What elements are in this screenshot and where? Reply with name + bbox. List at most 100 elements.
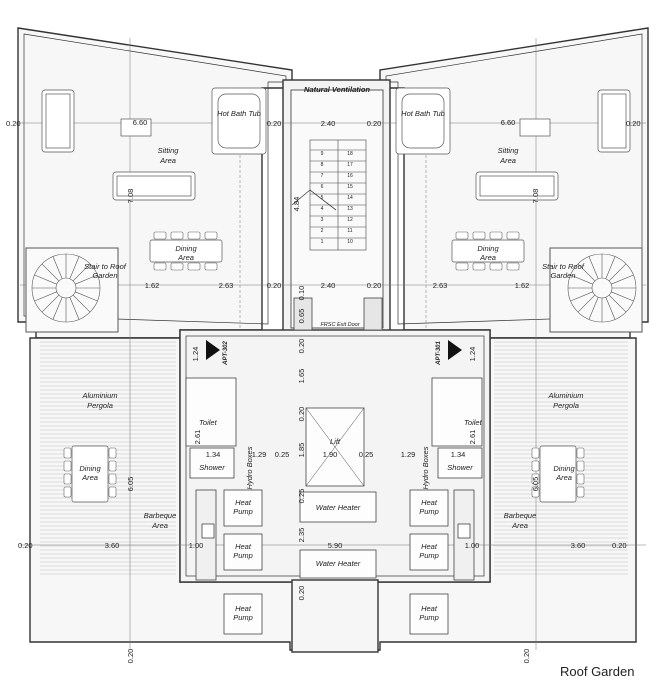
dining-chair [170, 262, 184, 271]
stair-step-number: 5 [321, 195, 324, 201]
furniture [41, 87, 631, 503]
dim-0-20-mid-l: 0.20 [267, 281, 282, 290]
label-stair-roof-right-2: Garden [550, 271, 575, 280]
stair-step-number: 9 [321, 151, 324, 157]
label-hot-bath-right: Hot Bath Tub [401, 109, 445, 118]
dim-1-34-right: 1.34 [451, 450, 466, 459]
dim-1-62-left: 1.62 [145, 281, 160, 290]
dining-chair [531, 473, 540, 485]
service-rooms [185, 297, 483, 635]
label-dining-top-right-1: Dining [477, 244, 499, 253]
dining-chair [576, 486, 585, 498]
dining-chair [204, 231, 218, 240]
spiral-step [41, 263, 60, 282]
dim-2-61-right: 2.61 [468, 430, 477, 445]
label-heat-pump-2: Pump [419, 507, 439, 516]
dim-7-08-right: 7.08 [531, 189, 540, 204]
label-heat-pump-1: Heat [421, 604, 438, 613]
dining-chair [531, 447, 540, 459]
dining-chair [531, 460, 540, 472]
dim-3-60-right: 3.60 [571, 541, 586, 550]
dim-7-08-left: 7.08 [126, 189, 135, 204]
dining-chair [170, 231, 184, 240]
dim-2-63-right: 2.63 [433, 281, 448, 290]
dining-chair [531, 486, 540, 498]
label-barbeque-left-2: Area [151, 521, 168, 530]
label-heat-pump-2: Pump [233, 613, 253, 622]
label-apt-301: APT-301 [436, 341, 442, 366]
dim-0-20-left: 0.20 [6, 119, 21, 128]
spiral-step [41, 294, 60, 313]
dining-chair [63, 486, 72, 498]
label-hot-bath-left: Hot Bath Tub [217, 109, 261, 118]
dining-chair [576, 460, 585, 472]
dining-chairs [63, 231, 585, 498]
label-heat-pump-1: Heat [235, 604, 252, 613]
dim-1-00-left: 1.00 [189, 541, 204, 550]
dim-6-60-left: 6.60 [133, 118, 148, 127]
label-barbeque-left-1: Barbeque [144, 511, 177, 520]
dim-0-20-core-v: 0.20 [297, 339, 306, 354]
spiral-step [608, 294, 627, 313]
label-heat-pump-2: Pump [233, 507, 253, 516]
dining-chair [506, 262, 520, 271]
spiral-step [570, 291, 593, 302]
stair-step-number: 8 [321, 162, 324, 168]
label-stair-roof-right-1: Stair to Roof [542, 262, 585, 271]
dim-0-10: 0.10 [297, 286, 306, 301]
dining-chair [204, 262, 218, 271]
stair-step-number: 4 [321, 206, 324, 212]
spiral-step [611, 291, 634, 302]
label-dining-bottom-right-2: Area [555, 473, 572, 482]
label-dining-top-left-1: Dining [175, 244, 197, 253]
dim-6-60-right: 6.60 [501, 118, 516, 127]
label-stair-roof-left-1: Stair to Roof [84, 262, 127, 271]
stair-step-number: 17 [347, 162, 353, 168]
label-heat-pump-2: Pump [233, 551, 253, 560]
dining-chair [489, 262, 503, 271]
dim-2-61-left: 2.61 [193, 430, 202, 445]
dining-chair [506, 231, 520, 240]
dim-1-85: 1.85 [297, 443, 306, 458]
spiral-step [570, 274, 593, 285]
spiral-step [75, 291, 98, 302]
spiral-step [69, 256, 80, 279]
dim-0-20-bottom-v: 0.20 [297, 586, 306, 601]
label-pergola-left-1: Aluminium [81, 391, 117, 400]
dim-2-40-top: 2.40 [321, 119, 336, 128]
spiral-step [69, 297, 80, 320]
label-heat-pump-1: Heat [421, 542, 438, 551]
dining-chair [153, 262, 167, 271]
label-toilet-left: Toilet [199, 418, 218, 427]
spiral-step [34, 274, 57, 285]
dining-chair [108, 447, 117, 459]
label-toilet-right: Toilet [464, 418, 483, 427]
dim-2-63-left: 2.63 [219, 281, 234, 290]
label-pergola-right-2: Pergola [553, 401, 579, 410]
spiral-step [577, 294, 596, 313]
dining-chair [153, 231, 167, 240]
dim-1-34-left: 1.34 [206, 450, 221, 459]
spiral-step [608, 263, 627, 282]
dim-1-24-right: 1.24 [468, 347, 477, 362]
dining-chair [472, 262, 486, 271]
dim-0-20-mid-r: 0.20 [367, 281, 382, 290]
spiral-step [605, 297, 616, 320]
label-sitting-left-2: Area [159, 156, 176, 165]
dim-0-20-core-l: 0.20 [267, 119, 282, 128]
stair-step-number: 14 [347, 195, 353, 201]
apt-right-marker [448, 340, 462, 360]
dim-0-25-v: 0.25 [297, 489, 306, 504]
dining-chair [108, 486, 117, 498]
stair-step-number: 6 [321, 184, 324, 190]
label-dining-bottom-right-1: Dining [553, 464, 575, 473]
stair-step-number: 13 [347, 206, 353, 212]
dim-1-65: 1.65 [297, 369, 306, 384]
dim-1-29-right: 1.29 [401, 450, 416, 459]
dim-0-20-core-r: 0.20 [367, 119, 382, 128]
apt-left-marker [206, 340, 220, 360]
spiral-step [577, 263, 596, 282]
dim-0-20-lower-right: 0.20 [612, 541, 627, 550]
